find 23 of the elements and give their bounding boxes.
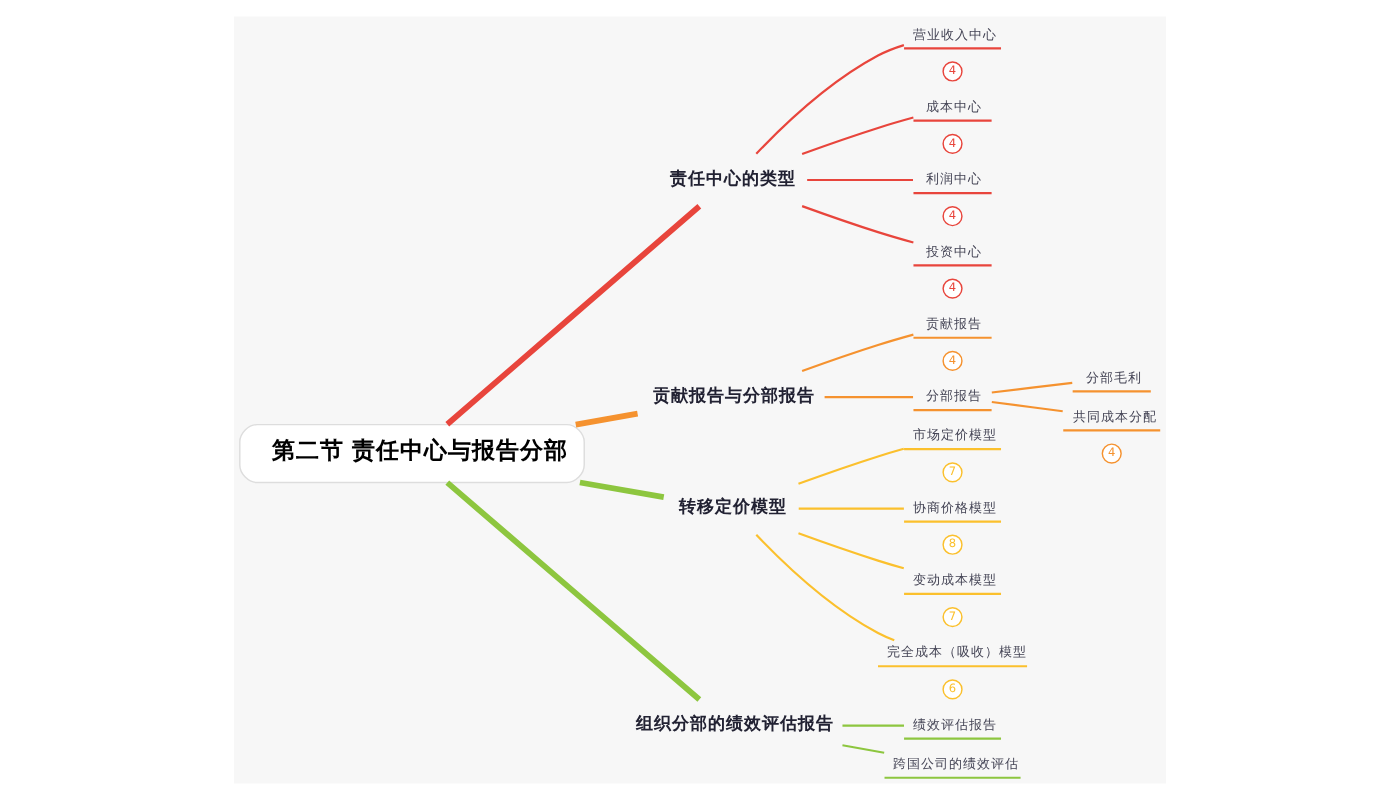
connector	[798, 447, 905, 485]
connector	[842, 724, 904, 727]
connector	[991, 400, 1063, 413]
connector	[755, 534, 895, 642]
connector	[798, 507, 904, 510]
connector	[801, 205, 914, 244]
node-text: 组织分部的绩效评估报告	[635, 715, 834, 736]
connector	[801, 333, 914, 373]
connector	[445, 204, 702, 427]
connector	[755, 44, 905, 155]
connector	[842, 744, 885, 754]
connector	[445, 480, 702, 702]
connector	[991, 381, 1073, 394]
node-text: 转移定价模型	[679, 498, 788, 519]
node-text: 贡献报告与分部报告	[652, 386, 815, 407]
node-box: 第二节 责任中心与报告分部	[239, 423, 585, 484]
connector	[575, 410, 639, 428]
connector	[579, 479, 665, 500]
connector	[807, 178, 913, 182]
connector	[824, 396, 914, 399]
connector	[801, 116, 914, 155]
connector	[798, 532, 905, 570]
node-text: 责任中心的类型	[670, 169, 797, 190]
